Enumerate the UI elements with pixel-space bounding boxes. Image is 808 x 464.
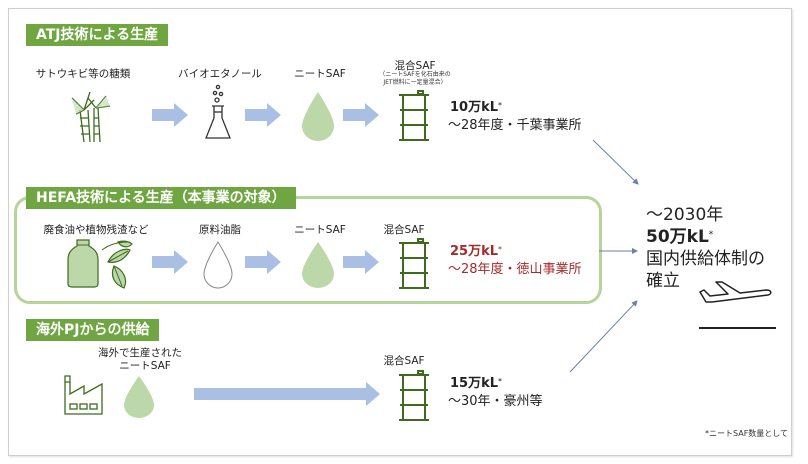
overseas-quantity: 15万kL* <box>450 375 502 392</box>
drum-icon <box>399 238 429 289</box>
section-tag-atj: ATJ技術による生産 <box>26 24 169 46</box>
goal-line3: 国内供給体制の <box>646 249 765 269</box>
step-label-blend-saf: 混合SAF <box>394 60 436 72</box>
goal-year: ～2030年 <box>646 205 724 225</box>
source-label-line2: ニートSAF <box>119 360 171 372</box>
goal-quantity: 50万kL* <box>646 226 765 248</box>
step-label-blend-saf-overseas: 混合SAF <box>383 355 425 367</box>
step-label-blend-saf-hefa: 混合SAF <box>383 224 425 236</box>
factory-icon <box>64 375 103 415</box>
arrow-right-icon <box>245 103 281 127</box>
droplet-icon <box>302 92 334 141</box>
section-tag-overseas: 海外PJからの供給 <box>26 319 160 341</box>
runway-line <box>699 327 776 329</box>
blend-note-line1: （ニートSAFを化石由来の <box>379 71 451 78</box>
droplet-icon <box>302 242 334 288</box>
asterisk: * <box>498 245 503 254</box>
arrow-right-icon <box>152 103 188 127</box>
sugarcane-icon <box>71 91 111 143</box>
hefa-quantity-value: 25万kL <box>450 244 499 259</box>
airplane-icon <box>699 281 772 303</box>
source-label-line1: 海外で生産された <box>98 347 182 359</box>
hefa-quantity: 25万kL* <box>450 243 502 260</box>
connector-overseas <box>569 300 638 373</box>
goal-block: ～2030年 50万kL* 国内供給体制の 確立 <box>646 204 765 292</box>
hefa-detail: ～28年度・徳山事業所 <box>448 262 582 277</box>
arrow-right-icon <box>245 250 281 274</box>
atj-detail: ～28年度・千葉事業所 <box>448 118 582 133</box>
step-label-raw-oil: 原料油脂 <box>199 224 241 236</box>
drum-icon <box>399 90 429 141</box>
atj-quantity: 10万kL* <box>450 99 502 116</box>
asterisk: * <box>498 377 503 386</box>
outline-droplet-icon <box>203 241 233 289</box>
arrow-right-icon <box>152 250 188 274</box>
arrow-right-icon <box>343 103 379 127</box>
arrow-right-icon <box>343 250 379 274</box>
footnote: *ニートSAF数量として <box>705 429 789 438</box>
overseas-detail: ～30年・豪州等 <box>448 394 543 409</box>
section-tag-hefa: HEFA技術による生産（本事業の対象） <box>26 187 296 209</box>
bottle-icon <box>67 239 99 288</box>
droplet-icon <box>124 376 154 418</box>
flask-icon <box>205 84 231 139</box>
goal-quantity-value: 50万kL <box>646 227 709 247</box>
leaf-icon <box>101 240 133 289</box>
step-label-bioethanol: バイオエタノール <box>178 68 262 80</box>
blend-note-line2: JET燃料に一定量混合） <box>383 79 447 86</box>
arrow-right-icon <box>194 382 380 406</box>
asterisk: * <box>708 230 714 240</box>
step-label-neat-saf: ニートSAF <box>294 68 346 80</box>
step-label-sugar: サトウキビ等の糖類 <box>35 68 131 80</box>
atj-quantity-value: 10万kL <box>450 100 499 115</box>
step-label-waste-oil: 廃食油や植物残渣など <box>43 224 149 236</box>
hefa-highlight-box <box>14 196 602 304</box>
asterisk: * <box>498 101 503 110</box>
step-label-neat-saf-hefa: ニートSAF <box>294 224 346 236</box>
connector-atj <box>592 139 639 185</box>
drum-icon <box>399 370 429 421</box>
goal-line4: 確立 <box>646 271 680 291</box>
overseas-quantity-value: 15万kL <box>450 376 499 391</box>
